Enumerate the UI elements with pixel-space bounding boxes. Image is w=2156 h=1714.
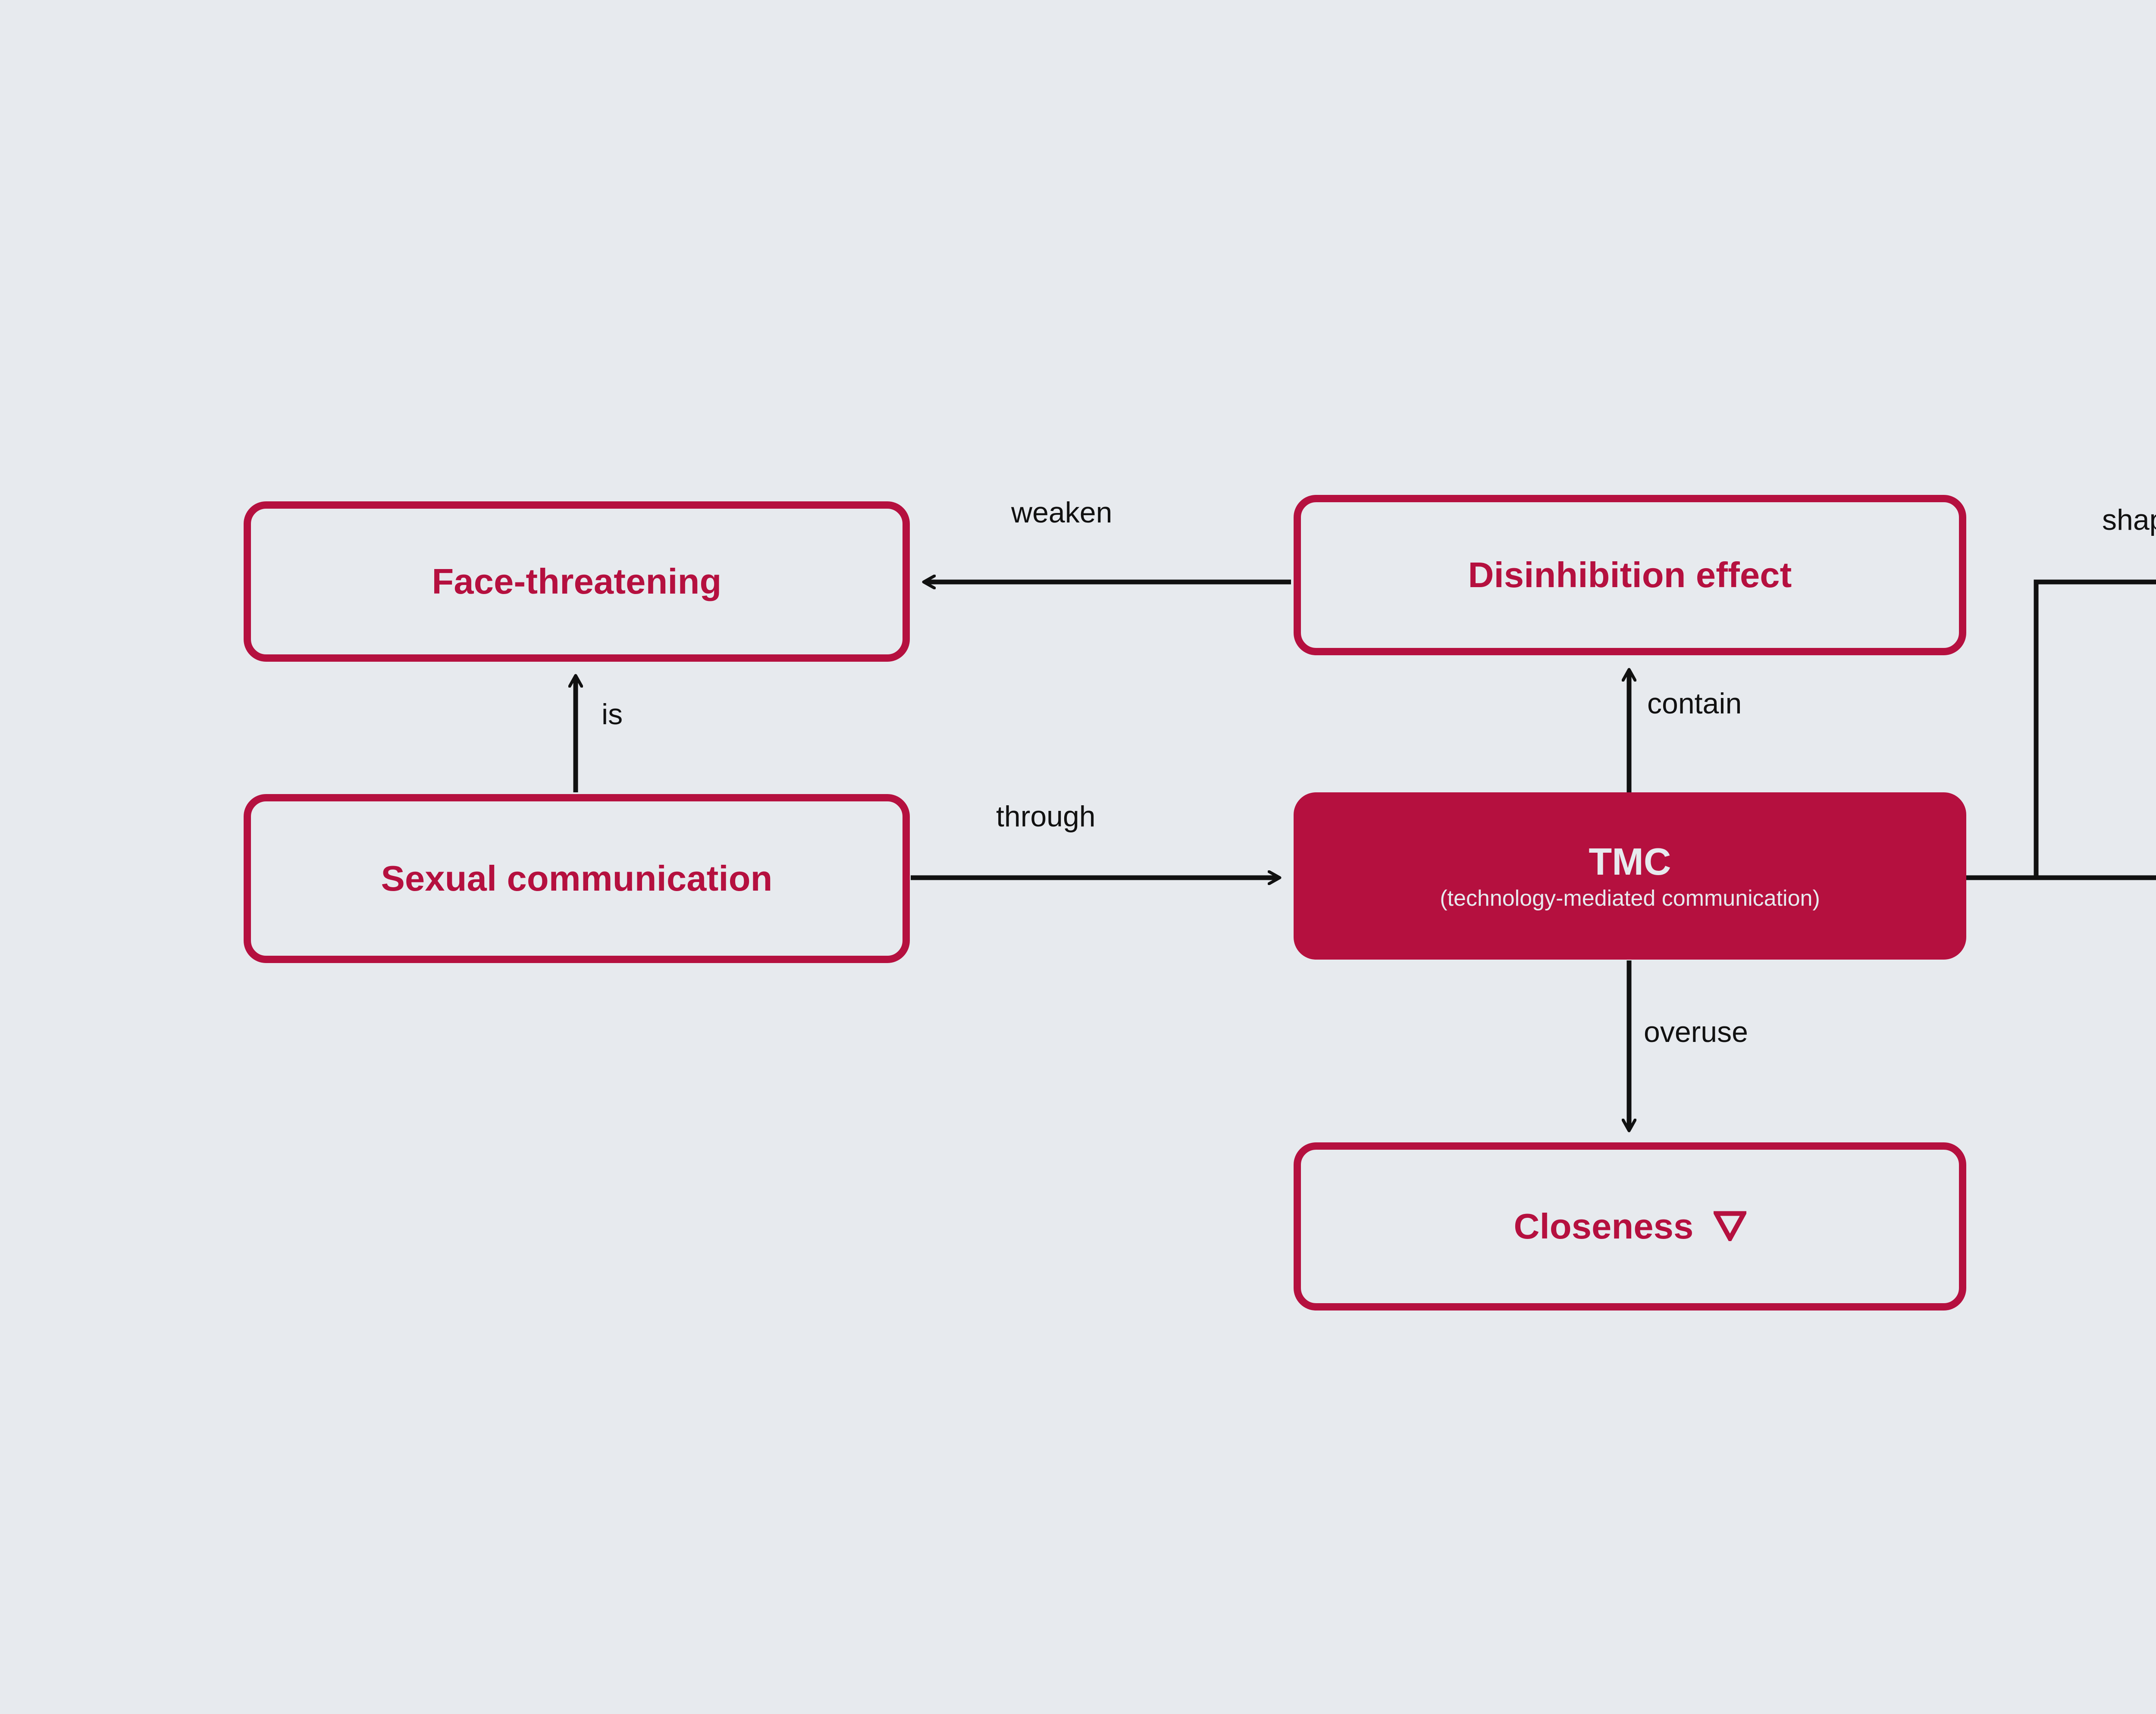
node-face-threatening[interactable]: Face-threatening [244,501,910,662]
edge-label-through: through [996,800,1096,833]
edge-label-contain: contain [1647,687,1742,720]
node-label: TMC [1589,840,1671,883]
edge-label-shape: shape [2102,504,2156,536]
node-label: Disinhibition effect [1468,554,1792,595]
node-label: Sexual communication [381,858,773,898]
edge-label-overuse: overuse [1644,1016,1748,1048]
node-tmc[interactable]: TMC (technology-mediated communication) [1294,792,1966,960]
edge-shape [2034,579,2156,880]
node-sexual-communication[interactable]: Sexual communication [244,794,910,963]
triangle-down-icon [1712,1210,1748,1244]
edge-label-weaken: weaken [1011,496,1112,529]
node-label: Face-threatening [432,561,722,601]
edge-label-is: is [602,698,623,731]
node-subtitle: (technology-mediated communication) [1440,885,1820,911]
node-disinhibition-effect[interactable]: Disinhibition effect [1294,495,1966,655]
node-label: Closeness [1514,1206,1694,1246]
node-closeness[interactable]: Closeness [1294,1142,1966,1311]
